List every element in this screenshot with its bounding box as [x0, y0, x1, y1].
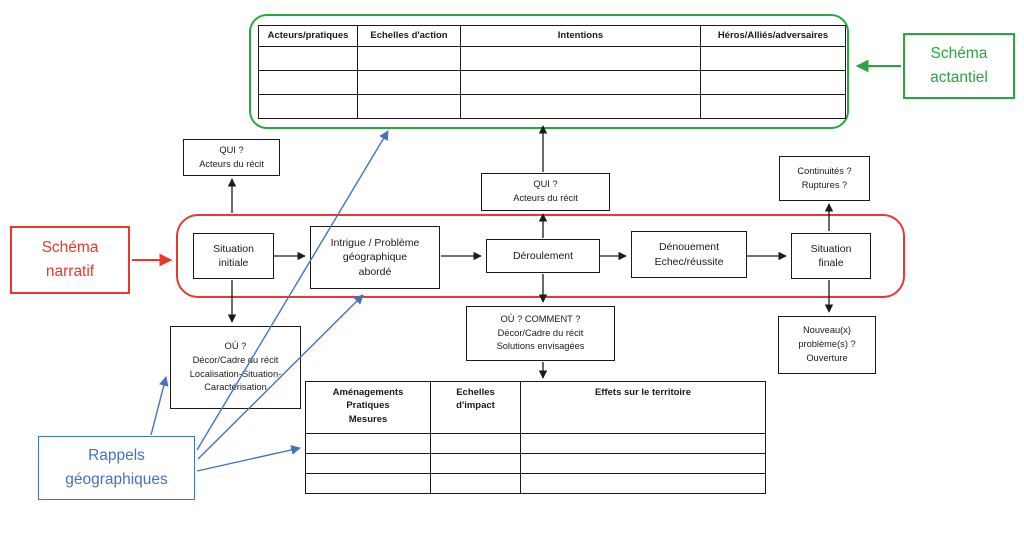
table-row	[305, 453, 766, 474]
note-qui-acteurs-deroulement: QUI ? Acteurs du récit	[481, 173, 610, 211]
note-continuites-ruptures: Continuités ? Ruptures ?	[779, 156, 870, 201]
empty-cell	[460, 94, 701, 119]
empty-cell	[258, 46, 358, 71]
empty-cell	[430, 473, 521, 494]
empty-cell	[430, 433, 521, 454]
col-header-heros-allies: Héros/Alliés/adversaires	[700, 25, 846, 47]
legend-schema-narratif: Schéma narratif	[10, 226, 130, 294]
empty-cell	[430, 453, 521, 474]
territory-table: Aménagements Pratiques Mesures Echelles …	[305, 381, 766, 494]
empty-cell	[258, 70, 358, 95]
node-intrigue-probleme: Intrigue / Problème géographique abordé	[310, 226, 440, 289]
actantial-frame	[249, 14, 849, 129]
empty-cell	[520, 453, 766, 474]
empty-cell	[460, 46, 701, 71]
empty-cell	[305, 453, 431, 474]
node-situation-initiale: Situation initiale	[193, 233, 274, 279]
arrow-rappels-to-territory-table	[196, 445, 301, 472]
empty-cell	[700, 94, 846, 119]
col-header-echelles-action: Echelles d'action	[357, 25, 461, 47]
node-deroulement: Déroulement	[486, 239, 600, 273]
legend-schema-actantiel: Schéma actantiel	[903, 33, 1015, 99]
col-header-acteurs-pratiques: Acteurs/pratiques	[258, 25, 358, 47]
actantial-header-row: Acteurs/pratiques Echelles d'action Inte…	[258, 25, 846, 47]
empty-cell	[700, 70, 846, 95]
legend-rappels-geographiques: Rappels géographiques	[38, 436, 195, 500]
empty-cell	[258, 94, 358, 119]
note-qui-acteurs-initial: QUI ? Acteurs du récit	[183, 139, 280, 176]
territory-header-row: Aménagements Pratiques Mesures Echelles …	[305, 381, 766, 434]
col-header-echelles-impact: Echelles d'impact	[430, 381, 521, 434]
note-nouveau-probleme: Nouveau(x) problème(s) ? Ouverture	[778, 316, 876, 374]
node-situation-finale: Situation finale	[791, 233, 871, 279]
col-header-intentions: Intentions	[460, 25, 701, 47]
table-row	[258, 46, 846, 71]
empty-cell	[520, 433, 766, 454]
empty-cell	[305, 473, 431, 494]
empty-cell	[357, 94, 461, 119]
table-row	[305, 433, 766, 454]
table-row	[305, 473, 766, 494]
col-header-amenagements: Aménagements Pratiques Mesures	[305, 381, 431, 434]
table-row	[258, 70, 846, 95]
arrow-rappels-to-ou	[150, 376, 169, 436]
node-denouement: Dénouement Echec/réussite	[631, 231, 747, 278]
note-ou-decor-cadre: OÙ ? Décor/Cadre du récit Localisation-S…	[170, 326, 301, 409]
note-ou-comment: OÙ ? COMMENT ? Décor/Cadre du récit Solu…	[466, 306, 615, 361]
empty-cell	[700, 46, 846, 71]
empty-cell	[520, 473, 766, 494]
actantial-table: Acteurs/pratiques Echelles d'action Inte…	[258, 25, 846, 119]
empty-cell	[357, 46, 461, 71]
empty-cell	[460, 70, 701, 95]
empty-cell	[305, 433, 431, 454]
empty-cell	[357, 70, 461, 95]
table-row	[258, 94, 846, 119]
col-header-effets-territoire: Effets sur le territoire	[520, 381, 766, 434]
